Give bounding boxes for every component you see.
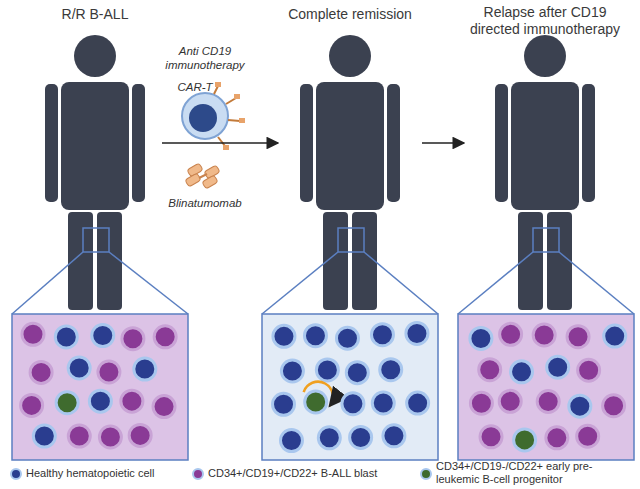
stage-column: Complete remission: [280, 6, 420, 306]
legend-swatch: [420, 468, 432, 480]
legend-swatch: [10, 468, 22, 480]
bispecific-antibody: [185, 163, 220, 189]
legend-text: Healthy hematopoietic cell: [26, 467, 168, 480]
therapy-label: CAR-T: [170, 80, 220, 94]
stage-column: Relapse after CD19 directed immunotherap…: [466, 4, 624, 304]
stage-title: Relapse after CD19 directed immunotherap…: [466, 4, 624, 38]
treatment-label: Anti CD19 immunotherapy: [160, 44, 250, 72]
stage-title: Complete remission: [280, 6, 420, 23]
process-arrow: [422, 142, 464, 144]
zoom-inset: [12, 228, 188, 460]
stage-title: R/R B-ALL: [30, 6, 160, 23]
therapy-label: Blinatumomab: [160, 196, 250, 210]
legend-text: CD34+/CD19-/CD22+ early pre-leukemic B-c…: [436, 460, 628, 486]
process-arrow: [162, 142, 278, 144]
legend-text: CD34+/CD19+/CD22+ B-ALL blast: [208, 467, 400, 480]
zoom-inset: [458, 228, 634, 460]
legend-swatch: [192, 468, 204, 480]
stage-column: R/R B-ALL: [30, 6, 160, 306]
zoom-inset: [262, 228, 438, 460]
